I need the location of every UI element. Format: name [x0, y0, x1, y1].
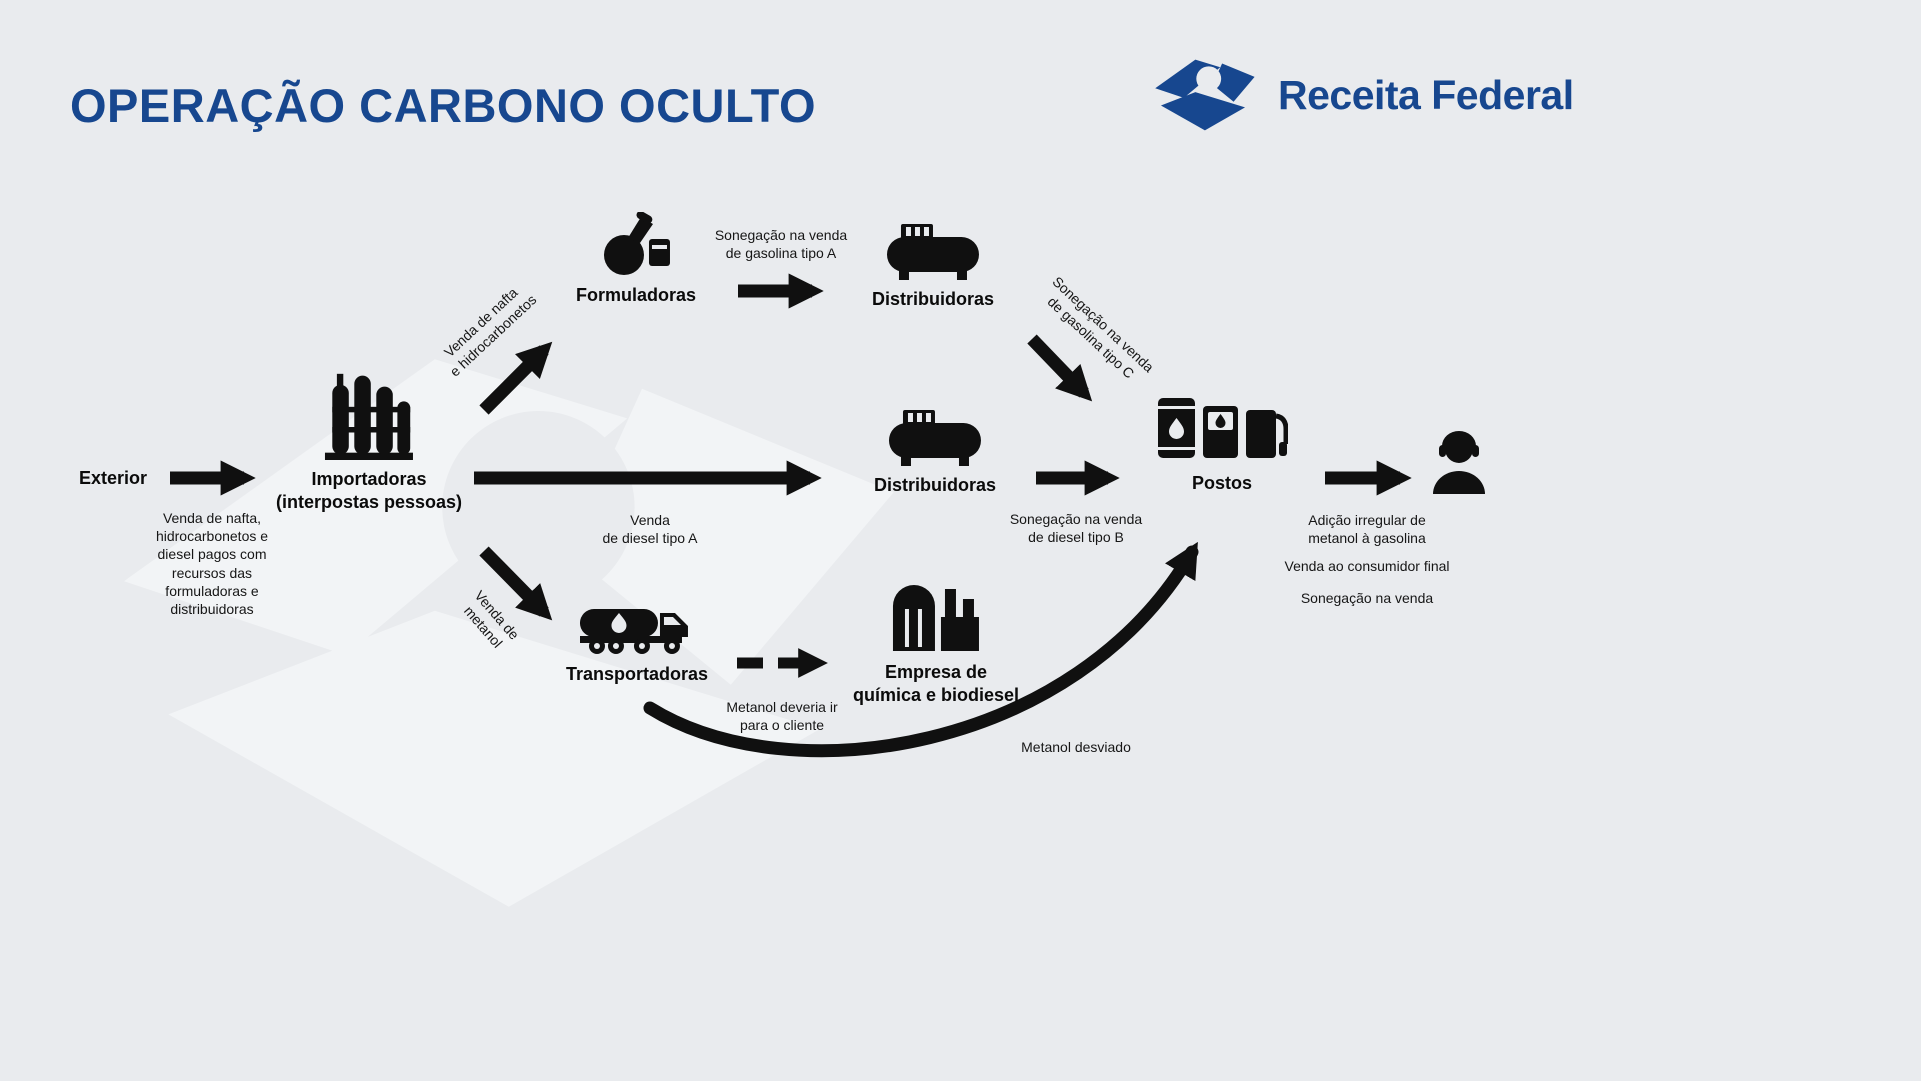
node-formuladoras: Formuladoras [576, 212, 696, 307]
node-distribuidoras-gasolina: Distribuidoras [872, 220, 994, 311]
person-icon [1433, 431, 1485, 494]
node-transportadoras: Transportadoras [566, 601, 708, 686]
node-label-importadoras: Importadoras (interpostas pessoas) [275, 469, 463, 512]
fuel-tank-icon [887, 224, 979, 280]
flow-label-gasolina-tipo-c: Sonegação na venda de gasolina tipo C [1044, 273, 1158, 382]
fuel-pump-icon [1158, 398, 1288, 458]
node-postos: Postos [1156, 394, 1288, 495]
flow-label-exterior-importadoras: Venda de nafta, hidrocarbonetos e diesel… [155, 510, 269, 617]
flow-label-diesel-tipo-a: Venda de diesel tipo A [602, 512, 698, 547]
flow-label-gasolina-tipo-a: Sonegação na venda de gasolina tipo A [714, 227, 848, 262]
tanker-truck-icon [579, 609, 688, 654]
node-label-distribuidoras-diesel: Distribuidoras [873, 475, 997, 495]
page-title: OPERAÇÃO CARBONO OCULTO [70, 79, 817, 132]
node-empresa-quimica: Empresa de química e biodiesel [853, 573, 1019, 706]
node-label-exterior: Exterior [78, 468, 148, 488]
brand-name: Receita Federal [1278, 71, 1574, 118]
node-consumidor [1429, 428, 1489, 494]
flow-label-sonegacao-venda: Sonegação na venda [1300, 590, 1434, 606]
node-label-empresa-quimica: Empresa de química e biodiesel [852, 662, 1020, 705]
node-label-transportadoras: Transportadoras [565, 664, 709, 684]
fuel-tank-icon [889, 410, 981, 466]
flow-label-metanol-desviado: Metanol desviado [1021, 739, 1131, 755]
node-label-distribuidoras-gasolina: Distribuidoras [871, 289, 995, 309]
refinery-icon [325, 373, 413, 460]
node-label-formuladoras: Formuladoras [575, 285, 697, 305]
node-distribuidoras-diesel: Distribuidoras [874, 406, 996, 497]
node-importadoras: Importadoras (interpostas pessoas) [276, 372, 462, 513]
node-exterior: Exterior [79, 467, 147, 490]
flow-label-diesel-tipo-b: Sonegação na venda de diesel tipo B [1009, 511, 1143, 546]
receita-federal-logo: Receita Federal [1142, 52, 1574, 138]
flow-label-venda-consumidor: Venda ao consumidor final [1284, 558, 1450, 574]
receita-federal-logo-icon [1155, 59, 1255, 131]
flow-label-venda-metanol: Venda de metanol [460, 587, 523, 651]
flow-label-adicao-metanol: Adição irregular de metanol à gasolina [1308, 512, 1426, 547]
arrow-importadoras-formuladoras [479, 341, 553, 415]
flow-label-venda-nafta: Venda de nafta e hidrocarbonetos [440, 284, 540, 380]
chemical-plant-icon [893, 585, 979, 651]
node-label-postos: Postos [1191, 473, 1252, 493]
arrow-distribuidoras-postos-gasolina [1027, 334, 1093, 402]
flow-label-metanol-cliente: Metanol deveria ir para o cliente [726, 699, 838, 734]
flask-icon [604, 212, 670, 275]
